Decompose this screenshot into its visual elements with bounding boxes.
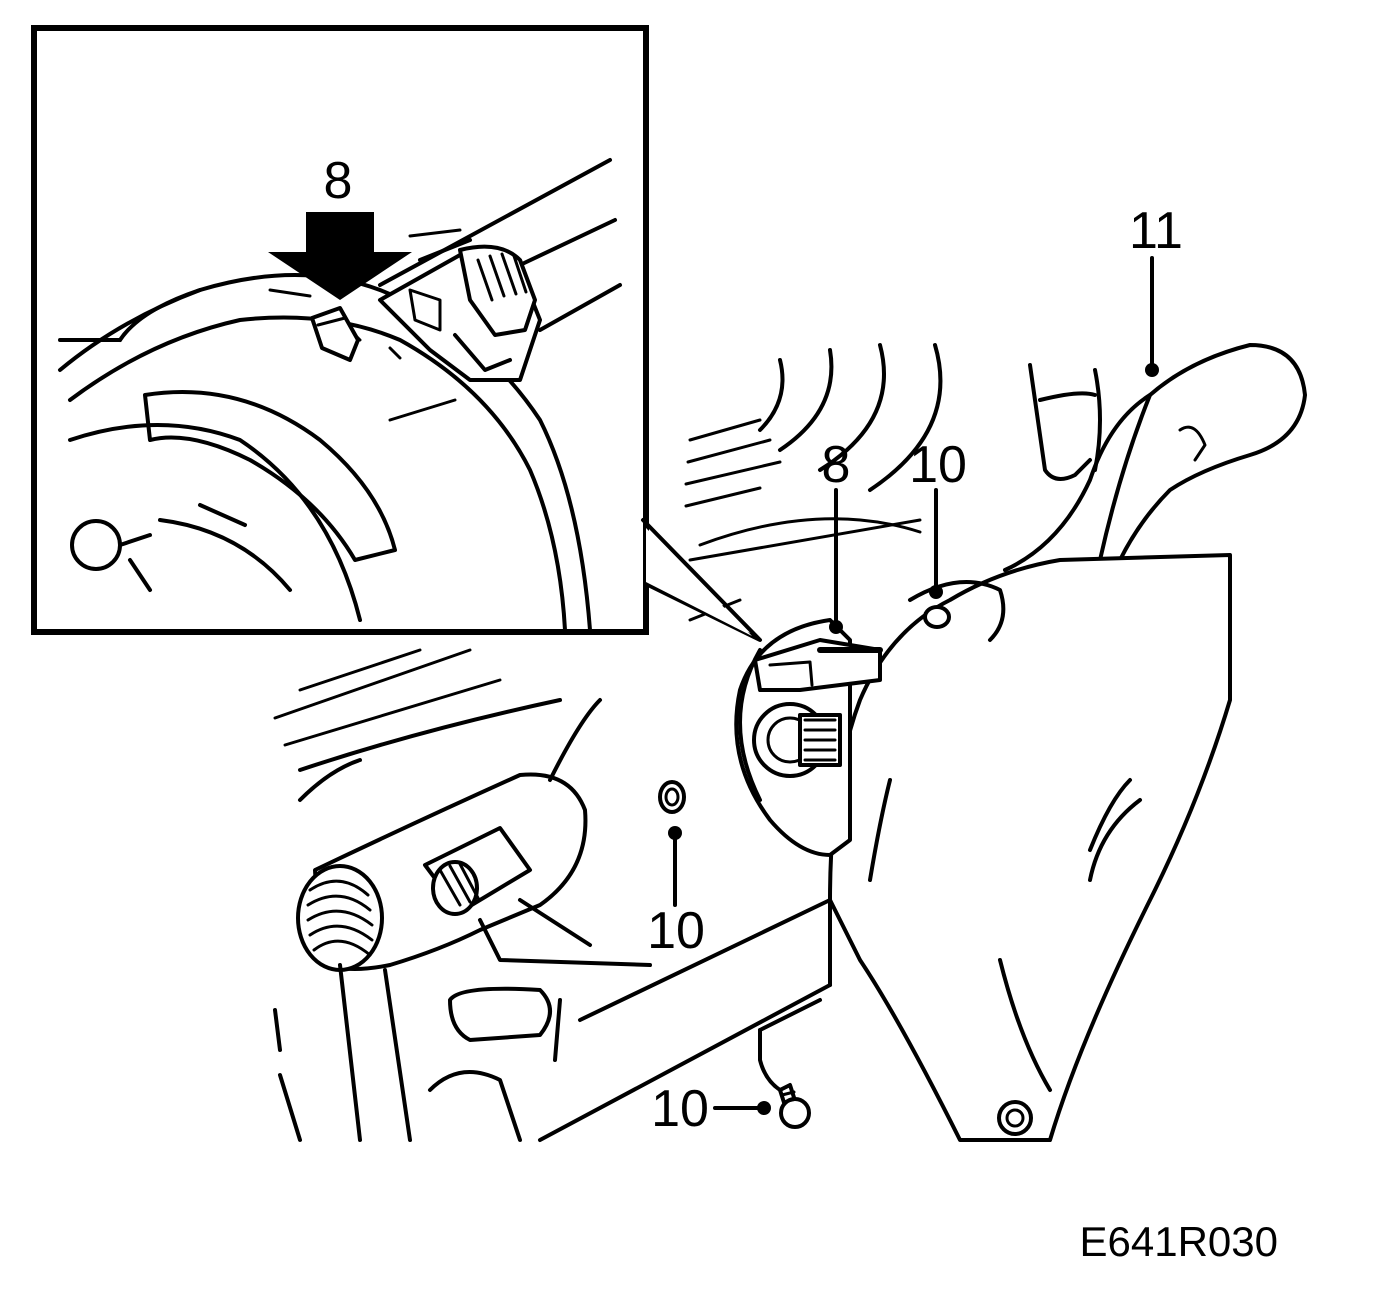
callout-main-10-bottom: 10 (651, 1080, 709, 1138)
inset-down-arrow (268, 212, 412, 300)
wiper-stalk-11 (1003, 343, 1307, 572)
leader-lines (668, 256, 1159, 1115)
callout-main-11: 11 (1129, 202, 1183, 260)
inset-pointer (641, 518, 762, 642)
callout-main-10-mid: 10 (647, 902, 705, 960)
figure-code: E641R030 (1080, 1218, 1279, 1265)
clock-spring-area (734, 580, 1006, 857)
screw-hole-mid (658, 780, 686, 814)
callout-inset-8: 8 (324, 152, 353, 210)
inset-linework (58, 158, 622, 632)
inset-detail (31, 25, 762, 642)
screw-positions (658, 780, 822, 1129)
inset-connector (310, 244, 542, 382)
column-shroud (828, 553, 1232, 1142)
dashboard-background-lines (273, 343, 1102, 772)
callout-main-8: 8 (822, 436, 851, 494)
indicator-stalk (273, 698, 652, 1142)
callout-main-10-top: 10 (909, 436, 967, 494)
column-tube (538, 898, 832, 1142)
screw-bottom (778, 1083, 811, 1129)
main-view (273, 256, 1307, 1142)
